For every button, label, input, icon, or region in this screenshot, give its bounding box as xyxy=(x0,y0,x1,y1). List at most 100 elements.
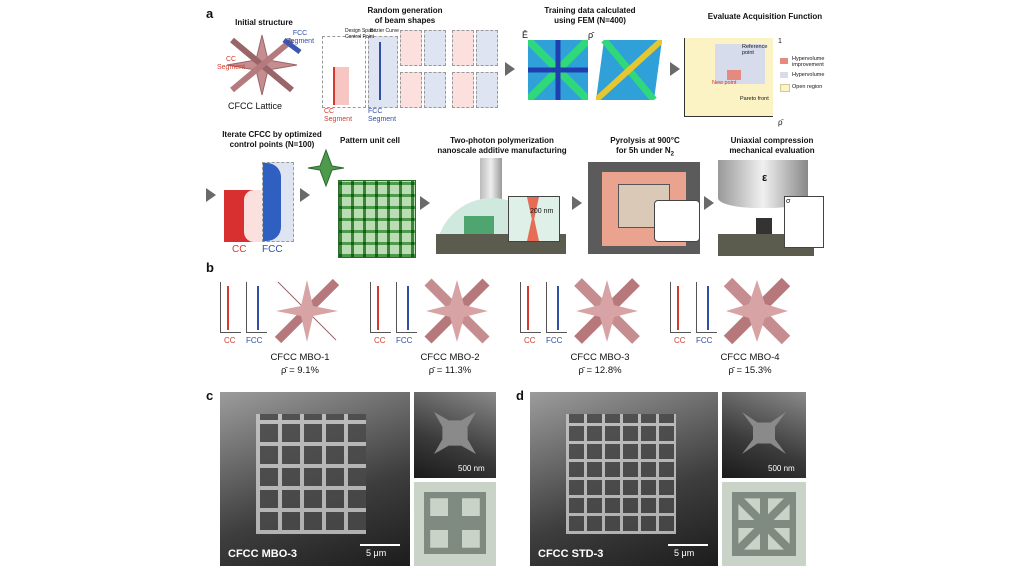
acq-rho-label: ρ̄ xyxy=(778,118,783,127)
fem-shear-image xyxy=(596,40,662,100)
new-point-label: New point xyxy=(712,80,737,86)
pareto-front-label: Pareto front xyxy=(740,96,769,102)
pattern-title: Pattern unit cell xyxy=(339,136,400,145)
compression-illustration xyxy=(718,160,824,256)
mbo4-fcc-plot xyxy=(696,282,717,333)
mbo2-fcc-label: FCC xyxy=(396,336,413,345)
iterate-title: Iterate CFCC by optimized control points… xyxy=(222,130,322,149)
mbo1-cc-plot xyxy=(220,282,241,333)
mbo3-lattice xyxy=(574,278,640,344)
e-bar-label: Ē xyxy=(522,30,529,40)
mbo1-lattice xyxy=(274,278,340,344)
mbo4-cc-label: CC xyxy=(674,336,686,345)
mbo3-rho: ρ̄ = 12.8% xyxy=(578,365,622,376)
axis-one-label: 1 xyxy=(778,38,782,45)
pyrolysis-title: Pyrolysis at 900°C for 5h under N2 xyxy=(590,136,700,160)
optimized-fcc-label: FCC xyxy=(262,244,283,255)
optimized-cc-shape xyxy=(224,190,262,242)
fcc-design-space xyxy=(368,36,398,108)
mbo2-fcc-plot xyxy=(396,282,417,333)
mbo2-cc-label: CC xyxy=(374,336,386,345)
mbo4-rho: ρ̄ = 15.3% xyxy=(728,365,772,376)
mbo1-cc-label: CC xyxy=(224,336,236,345)
furnace-image xyxy=(588,162,700,254)
sem-std3-scale: 5 μm xyxy=(674,548,695,558)
sem-mbo3-inset-bottom xyxy=(414,482,496,566)
fcc-segment-small: FCC Segment xyxy=(368,108,397,123)
tpp-zoom-inset xyxy=(508,196,560,242)
mbo4-name: CFCC MBO-4 xyxy=(720,352,780,363)
mbo-item-3: CC FCC CFCC MBO-3 ρ̄ = 12.8% xyxy=(520,276,670,386)
mbo4-cc-plot xyxy=(670,282,691,333)
cc-segment-small: CC Segment xyxy=(324,108,353,123)
sem-mbo3-inset-top: 500 nm xyxy=(414,392,496,478)
flow-arrow-3 xyxy=(206,188,216,202)
rho-bar-label: ρ̄ xyxy=(588,30,594,40)
flow-arrow-6 xyxy=(572,196,582,210)
panel-label-a: a xyxy=(206,6,214,21)
mbo3-cc-label: CC xyxy=(524,336,536,345)
legend-hv: Hypervolume xyxy=(792,72,825,78)
training-data-title: Training data calculated using FEM (N=40… xyxy=(544,6,636,25)
flow-arrow-5 xyxy=(420,196,430,210)
panel-label-b: b xyxy=(206,260,214,275)
sem-mbo3-scale: 5 μm xyxy=(366,548,387,558)
optimized-fcc-shape xyxy=(262,162,294,242)
patterned-lattice-image xyxy=(338,180,416,258)
cc-design-space xyxy=(322,36,366,108)
panel-label-d: d xyxy=(516,388,524,403)
std3-cross-strut xyxy=(732,492,796,556)
mbo4-fcc-label: FCC xyxy=(696,336,713,345)
random-generation-title: Random generation of beam shapes xyxy=(367,6,443,25)
sem-std3-inset-bottom xyxy=(722,482,806,566)
optimized-cc-label: CC xyxy=(232,244,247,255)
reference-point-label: Reference point xyxy=(742,44,768,56)
mbo-item-1: CC FCC CFCC MBO-1 ρ̄ = 9.1% xyxy=(220,276,370,386)
mbo3-fcc-label: FCC xyxy=(546,336,563,345)
mbo1-rho: ρ̄ = 9.1% xyxy=(281,365,319,376)
pyrolysis-text: Pyrolysis at 900°C for 5h under N xyxy=(610,136,680,155)
cfcc-lattice-caption: CFCC Lattice xyxy=(228,101,283,111)
legend-swatch-hv-improve xyxy=(780,58,788,64)
legend-control-point: Control Point xyxy=(345,34,374,40)
sem-std3-main: CFCC STD-3 5 μm xyxy=(530,392,718,566)
epsilon-label: ε xyxy=(762,172,768,184)
sem-mbo3-main: CFCC MBO-3 5 μm xyxy=(220,392,410,566)
legend-open: Open region xyxy=(792,84,823,90)
sem-std3-inset-scale: 500 nm xyxy=(768,464,795,473)
mbo1-fcc-label: FCC xyxy=(246,336,263,345)
mbo3-name: CFCC MBO-3 xyxy=(570,352,630,363)
mbo3-cc-plot xyxy=(520,282,541,333)
acquisition-plot xyxy=(684,38,773,117)
sigma-label: σ xyxy=(786,198,791,205)
sem-mbo3-label: CFCC MBO-3 xyxy=(228,548,298,560)
sem-std3-label: CFCC STD-3 xyxy=(538,548,604,560)
mbo2-name: CFCC MBO-2 xyxy=(420,352,480,363)
mbo1-fcc-plot xyxy=(246,282,267,333)
mbo1-name: CFCC MBO-1 xyxy=(270,352,330,363)
mbo3-fcc-plot xyxy=(546,282,567,333)
legend-swatch-hv xyxy=(780,72,788,78)
beam-shape-variants xyxy=(400,30,498,110)
fcc-segment-label: FCC Segment xyxy=(286,30,315,45)
fem-compression-image xyxy=(528,40,588,100)
mbo2-lattice xyxy=(424,278,490,344)
cfcc-lattice-image xyxy=(226,34,302,96)
tpp-title: Two-photon polymerization nanoscale addi… xyxy=(437,136,567,155)
mbo4-lattice xyxy=(723,277,791,345)
panel-label-c: c xyxy=(206,388,214,403)
acquisition-title: Evaluate Acquisition Function xyxy=(707,12,823,21)
flow-arrow-4 xyxy=(300,188,310,202)
mbo-item-4: CC FCC CFCC MBO-4 ρ̄ = 15.3% xyxy=(670,276,820,386)
uniaxial-title: Uniaxial compression mechanical evaluati… xyxy=(729,136,815,155)
green-unit-cell xyxy=(307,148,345,188)
mbo2-rho: ρ̄ = 11.3% xyxy=(428,365,472,376)
mbo2-cc-plot xyxy=(370,282,391,333)
initial-structure-title: Initial structure xyxy=(235,18,293,27)
tpp-scale-label: 200 nm xyxy=(530,208,554,215)
sem-std3-inset-top: 500 nm xyxy=(722,392,806,478)
pyrolysis-sub: 2 xyxy=(670,151,674,158)
cc-segment-label: CC Segment xyxy=(217,56,246,71)
legend-design-space: Design Space xyxy=(345,28,377,34)
flow-arrow-2 xyxy=(670,62,680,76)
